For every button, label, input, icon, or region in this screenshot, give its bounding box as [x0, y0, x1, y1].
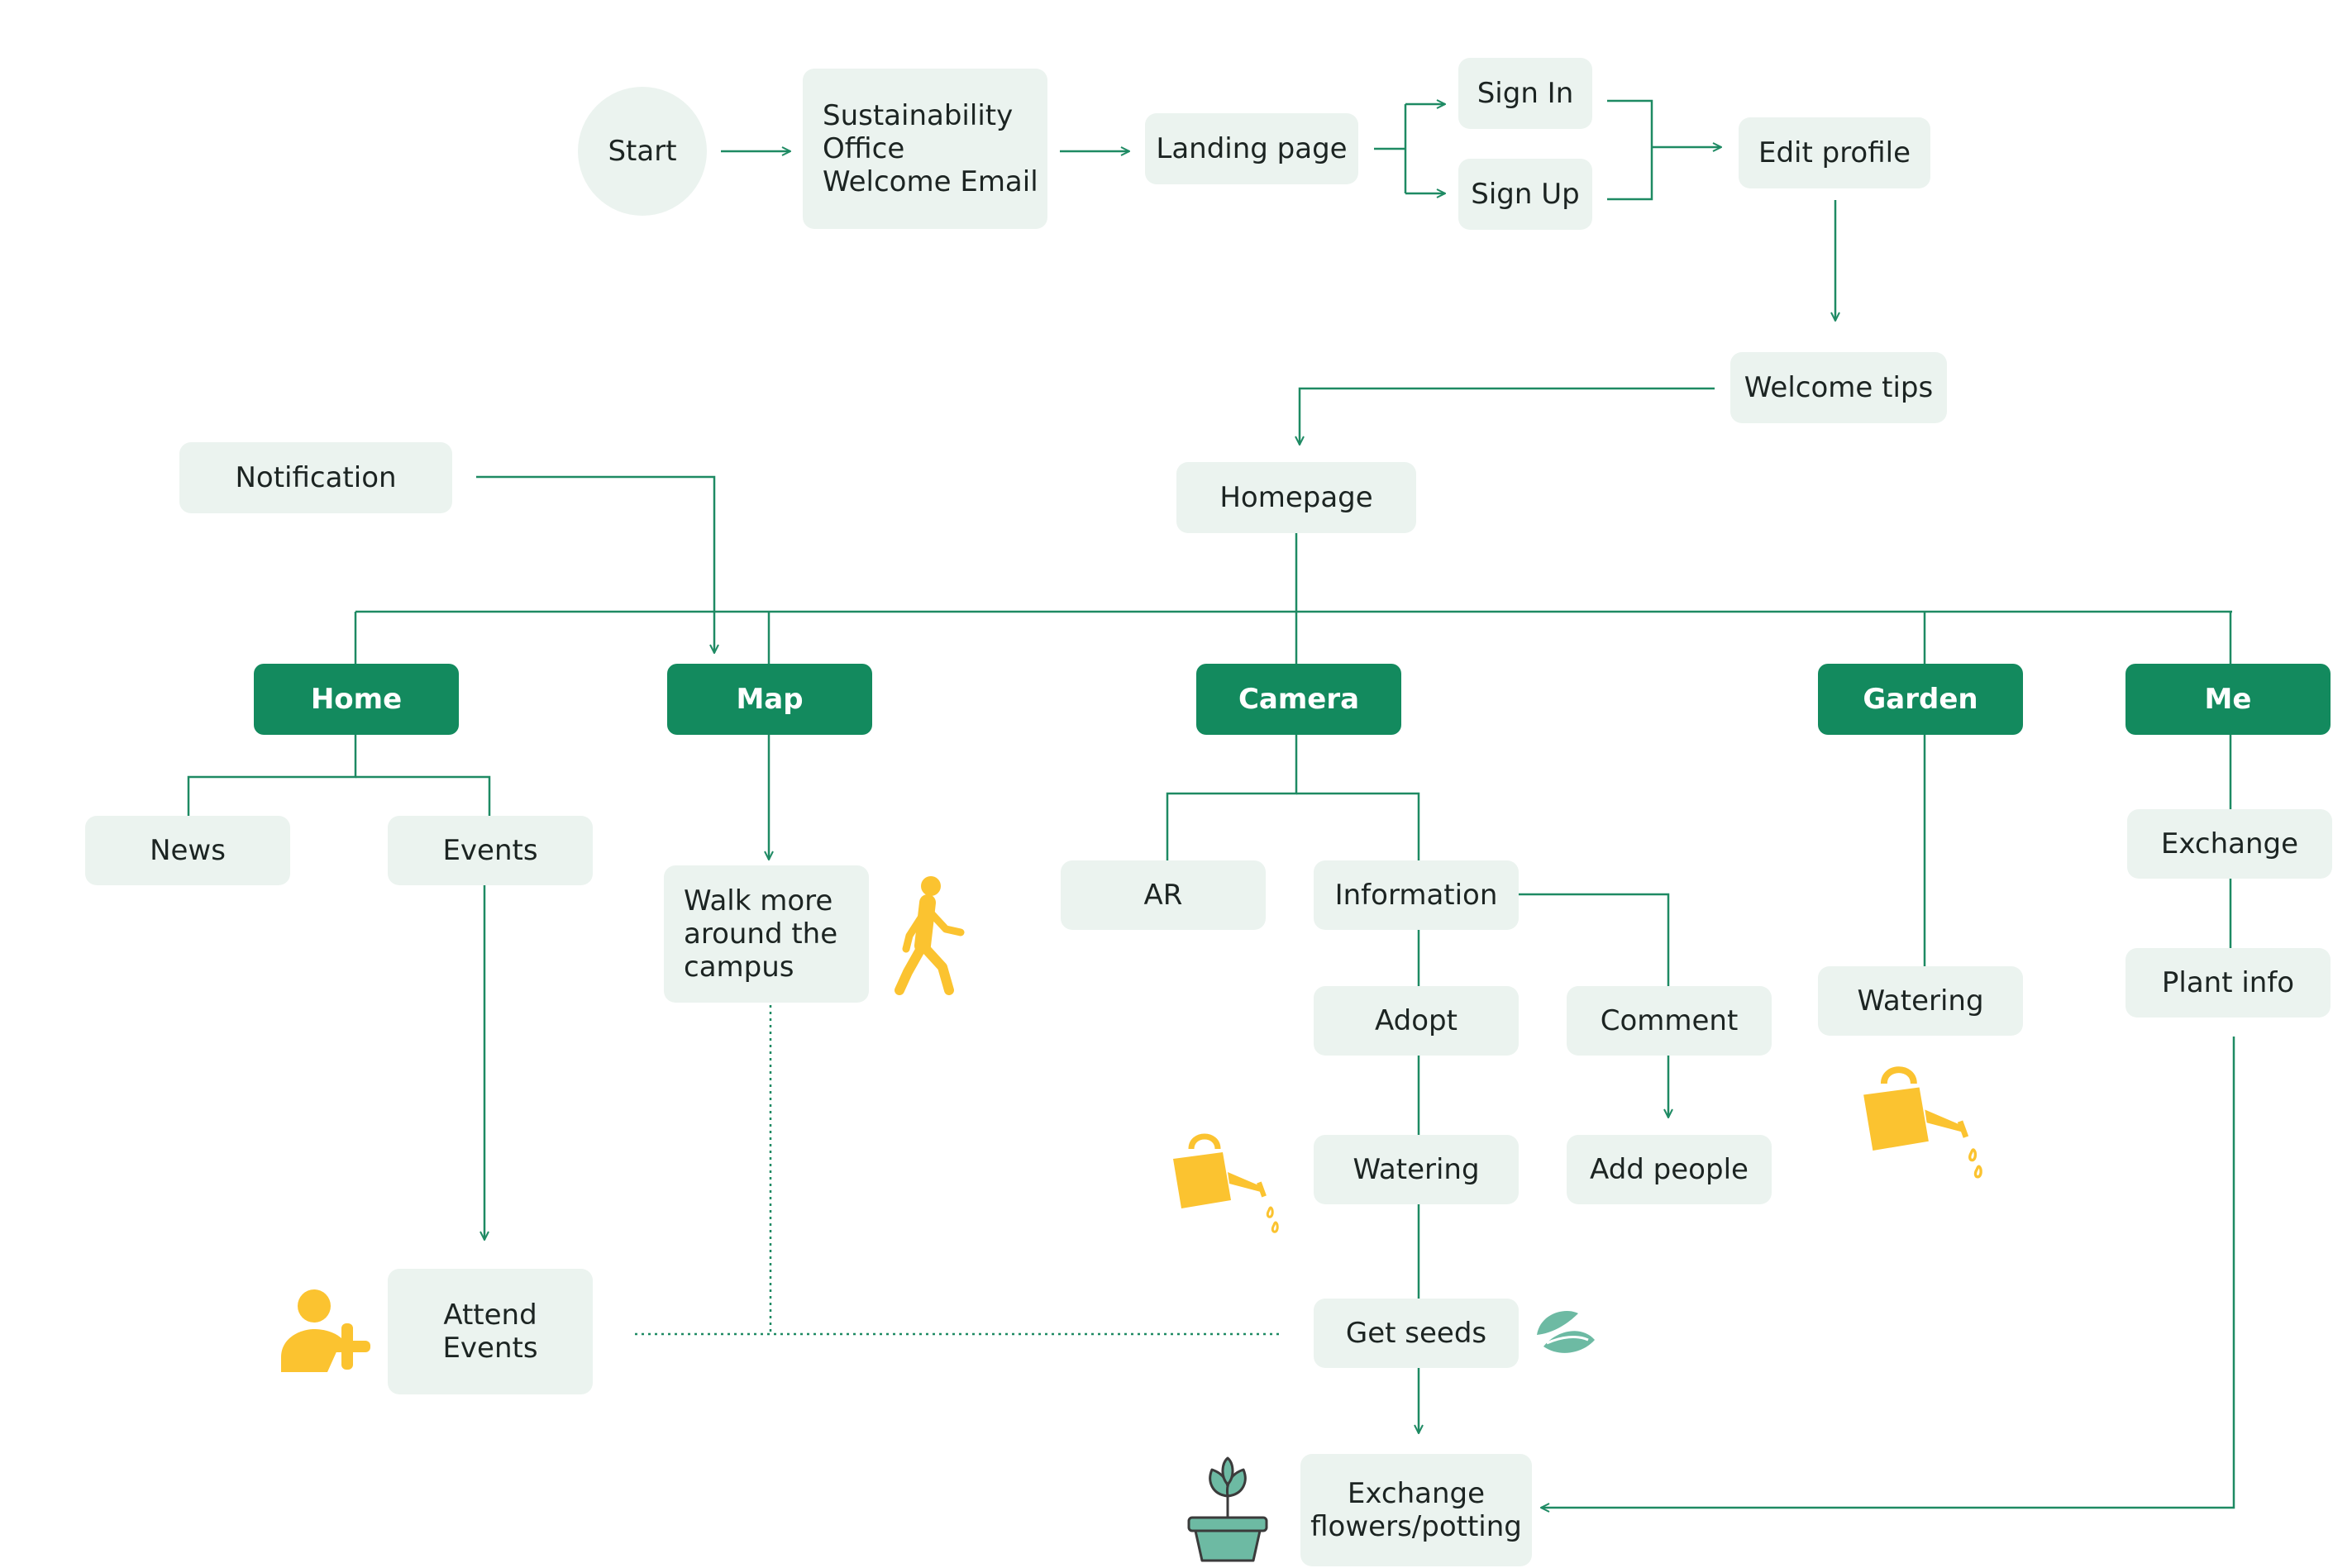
node-information: Information — [1314, 860, 1519, 930]
connector-home-events — [355, 775, 491, 817]
node-notification: Notification — [179, 442, 452, 513]
walking-person-icon — [895, 876, 965, 995]
node-adopt: Adopt — [1314, 986, 1519, 1056]
connector-camera-info — [1296, 792, 1420, 861]
node-ar: AR — [1061, 860, 1266, 930]
node-news: News — [85, 816, 290, 885]
tab-me: Me — [2125, 664, 2331, 735]
tab-map: Map — [667, 664, 872, 735]
connector-notification-map — [476, 475, 714, 653]
node-sign-in: Sign In — [1458, 58, 1592, 129]
connector-auth-merge — [1607, 99, 1653, 201]
node-attend-events: Attend Events — [388, 1269, 593, 1394]
watering-can-icon — [1863, 1066, 1982, 1179]
add-person-icon — [281, 1289, 370, 1372]
connector-plantinfo-exchangeflowers — [1541, 1037, 2235, 1508]
connector-info-comment — [1516, 893, 1670, 987]
node-welcome-email: Sustainability Office Welcome Email — [803, 69, 1047, 229]
node-events: Events — [388, 816, 593, 885]
node-plant-info: Plant info — [2125, 948, 2331, 1018]
node-get-seeds: Get seeds — [1314, 1299, 1519, 1368]
tab-home: Home — [254, 664, 459, 735]
tab-camera: Camera — [1196, 664, 1401, 735]
node-add-people: Add people — [1567, 1135, 1772, 1204]
node-start: Start — [578, 87, 707, 216]
connector-tips-homepage — [1300, 387, 1715, 445]
connector-home-branch — [187, 734, 357, 817]
node-edit-profile: Edit profile — [1739, 117, 1930, 188]
seeds-leaf-icon — [1537, 1311, 1595, 1353]
connector-camera-branch — [1166, 734, 1298, 861]
node-sign-up: Sign Up — [1458, 159, 1592, 230]
node-comment: Comment — [1567, 986, 1772, 1056]
node-exchange: Exchange — [2127, 809, 2332, 879]
watering-can-icon — [1173, 1133, 1279, 1233]
node-welcome-tips: Welcome tips — [1730, 352, 1947, 423]
node-exchange-flowers: Exchange flowers/potting — [1300, 1454, 1532, 1566]
potted-plant-icon — [1187, 1456, 1268, 1562]
node-garden-watering: Watering — [1818, 966, 2023, 1036]
node-walk-more: Walk more around the campus — [664, 865, 869, 1003]
node-homepage: Homepage — [1176, 462, 1416, 533]
node-landing-page: Landing page — [1145, 113, 1358, 184]
node-camera-watering: Watering — [1314, 1135, 1519, 1204]
tab-garden: Garden — [1818, 664, 2023, 735]
